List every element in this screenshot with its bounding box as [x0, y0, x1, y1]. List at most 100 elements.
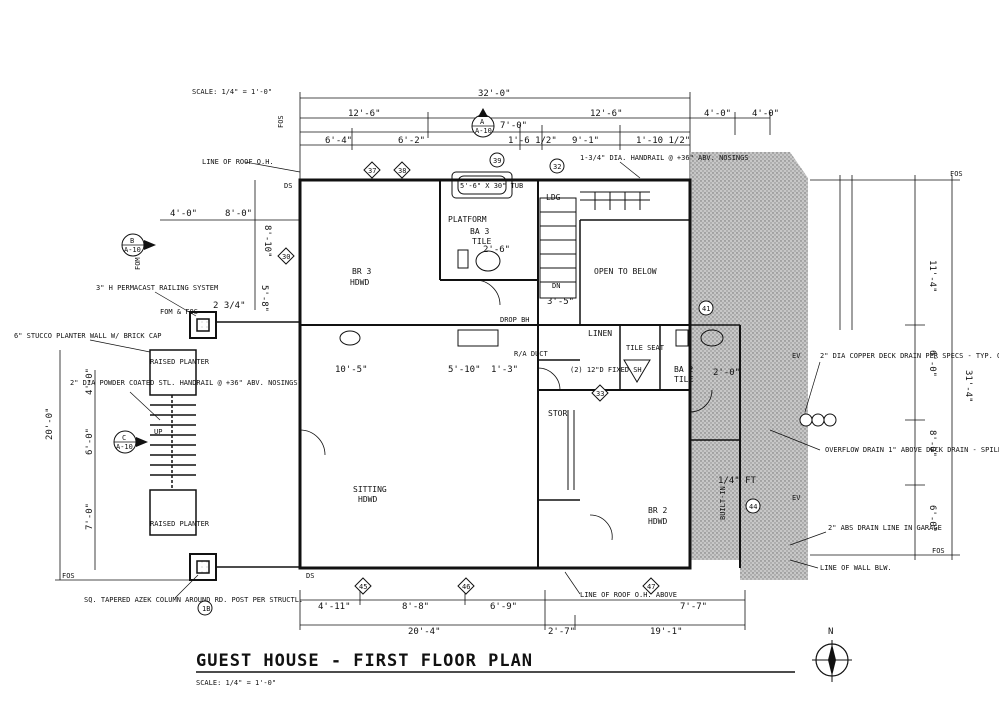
- tag-41: 41: [702, 305, 710, 313]
- room-br3: BR 3: [352, 267, 371, 276]
- room-drop-bh: DROP BH: [500, 316, 530, 324]
- dimension-lines-bottom: [299, 590, 746, 630]
- label-ds-1: DS: [284, 182, 292, 190]
- section-marker-a: A A-10: [471, 108, 495, 138]
- dim-left-e: 5'-8": [259, 285, 269, 312]
- left-porch: [149, 311, 300, 581]
- exterior-walls: [298, 178, 741, 570]
- dimension-lines-left: [55, 180, 300, 581]
- note-line-of-roof: LINE OF ROOF O.H.: [202, 158, 274, 166]
- dim-inner-g: 2'-6": [483, 245, 510, 255]
- dim-inner-e: 3'-5": [547, 297, 574, 307]
- section-c-sheet: A-10: [116, 443, 133, 451]
- label-ev-2: EV: [792, 494, 801, 502]
- callout-tags: [197, 152, 761, 616]
- section-marker-c: C A-10: [113, 430, 148, 454]
- tag-30: 30: [282, 253, 290, 261]
- tag-46: 46: [462, 583, 470, 591]
- dim-right-c: 8'-0": [927, 430, 937, 457]
- room-tub: 5'-6" X 30" TUB: [460, 182, 523, 190]
- dim-inner-b: 5'-10": [448, 365, 481, 375]
- dim-top-i: 9'-1": [572, 136, 599, 146]
- room-tile-seat: TILE SEAT: [626, 344, 665, 352]
- dim-bottom-f: 2'-7": [548, 627, 575, 637]
- dim-inner-f: 1/4" FT: [718, 476, 757, 486]
- north-arrow-icon: [812, 640, 852, 682]
- dim-inner-d: 2'-0": [713, 368, 740, 378]
- fos-right-top: FOS: [950, 170, 963, 178]
- dim-left-g: 7'-0": [85, 503, 95, 530]
- fom-label: FOM: [134, 257, 142, 270]
- section-a-sheet: A-10: [475, 127, 492, 135]
- drawing-scale: SCALE: 1/4" = 1'-0": [196, 679, 276, 687]
- room-open-to-below: OPEN TO BELOW: [594, 267, 657, 276]
- note-powder-rail: 2" DIA POWDER COATED STL. HANDRAIL @ +36…: [70, 379, 298, 387]
- dim-left-b: 8'-0": [225, 209, 252, 219]
- note-azek-column: SQ. TAPERED AZEK COLUMN AROUND RD. POST …: [84, 596, 303, 604]
- tag-38: 38: [398, 167, 406, 175]
- note-permacast: 3" H PERMACAST RAILING SYSTEM: [96, 284, 218, 292]
- room-landing: LDG: [546, 193, 561, 202]
- dim-bottom-a: 4'-11": [318, 602, 351, 612]
- dim-left-overall: 20'-0": [45, 407, 55, 440]
- room-platform: PLATFORM: [448, 215, 487, 224]
- dim-left-f: 6'-0": [85, 428, 95, 455]
- note-line-of-wall: LINE OF WALL BLW.: [820, 564, 892, 572]
- raised-planter-1: RAISED PLANTER: [150, 358, 210, 366]
- room-ba3: BA 3: [470, 227, 489, 236]
- dim-top-e: 6'-4": [325, 136, 352, 146]
- note-handrail-top: 1-3/4" DIA. HANDRAIL @ +36" ABV. NOSINGS: [580, 154, 749, 162]
- dim-top-g: 7'-0": [500, 121, 527, 131]
- dim-left-h: 4'-0": [85, 368, 95, 395]
- dim-right-overall: 31'-4": [963, 370, 973, 403]
- tag-1b: 1B: [202, 605, 210, 613]
- note-abs-drain: 2" ABS DRAIN LINE IN GARAGE: [828, 524, 942, 532]
- dim-top-c: 4'-0": [704, 109, 731, 119]
- tag-47: 47: [647, 583, 655, 591]
- section-a-letter: A: [480, 118, 485, 126]
- room-ba2-floor: TILE: [674, 375, 693, 384]
- room-br3-floor: HDWD: [350, 278, 369, 287]
- room-linen: LINEN: [588, 329, 612, 338]
- room-stor: STOR: [548, 409, 567, 418]
- fos-top-label: FOS: [277, 115, 285, 128]
- dim-left-c: 8'-10": [262, 225, 272, 258]
- dimension-lines-top: [299, 92, 771, 180]
- room-ra-duct: R/A DUCT: [514, 350, 549, 358]
- room-br2-floor: HDWD: [648, 517, 667, 526]
- fom-fos-label: FOM & FOS: [160, 308, 198, 316]
- note-stucco-planter: 6" STUCCO PLANTER WALL W/ BRICK CAP: [14, 332, 162, 340]
- room-ba3-floor: TILE: [472, 237, 491, 246]
- room-built-in: BUILT-IN: [719, 486, 727, 520]
- dim-top-h: 1'-6 1/2": [508, 136, 557, 146]
- dim-left-d: 2 3/4": [213, 301, 246, 311]
- dim-right-b: 6'-0": [927, 350, 937, 377]
- raised-planter-2: RAISED PLANTER: [150, 520, 210, 528]
- dim-top-j: 1'-10 1/2": [636, 136, 690, 146]
- dim-bottom-b: 8'-8": [402, 602, 429, 612]
- tag-32: 32: [553, 163, 561, 171]
- label-ev-1: EV: [792, 352, 801, 360]
- dim-inner-c: 1'-3": [491, 365, 518, 375]
- dim-bottom-c: 6'-9": [490, 602, 517, 612]
- tag-33: 33: [596, 390, 604, 398]
- stair-dn: DN: [552, 282, 560, 290]
- note-line-of-roof-bottom: LINE OF ROOF O.H. ABOVE: [580, 591, 677, 599]
- fixtures: [339, 171, 724, 490]
- dim-right-a: 11'-4": [927, 260, 937, 293]
- tag-44: 44: [749, 503, 757, 511]
- tag-45: 45: [359, 583, 367, 591]
- dim-top-d: 4'-0": [752, 109, 779, 119]
- dim-top-a: 12'-6": [348, 109, 381, 119]
- stair-up: UP: [154, 428, 162, 436]
- leader-lines: [89, 161, 827, 599]
- drawing-title: GUEST HOUSE - FIRST FLOOR PLAN: [196, 651, 533, 671]
- deck-hatch-area: [690, 152, 808, 580]
- label-ds-2: DS: [306, 572, 314, 580]
- dim-top-f: 6'-2": [398, 136, 425, 146]
- section-c-letter: C: [122, 434, 126, 442]
- scale-top: SCALE: 1/4" = 1'-0": [192, 88, 272, 96]
- tag-39: 39: [493, 157, 501, 165]
- room-sitting-floor: HDWD: [358, 495, 377, 504]
